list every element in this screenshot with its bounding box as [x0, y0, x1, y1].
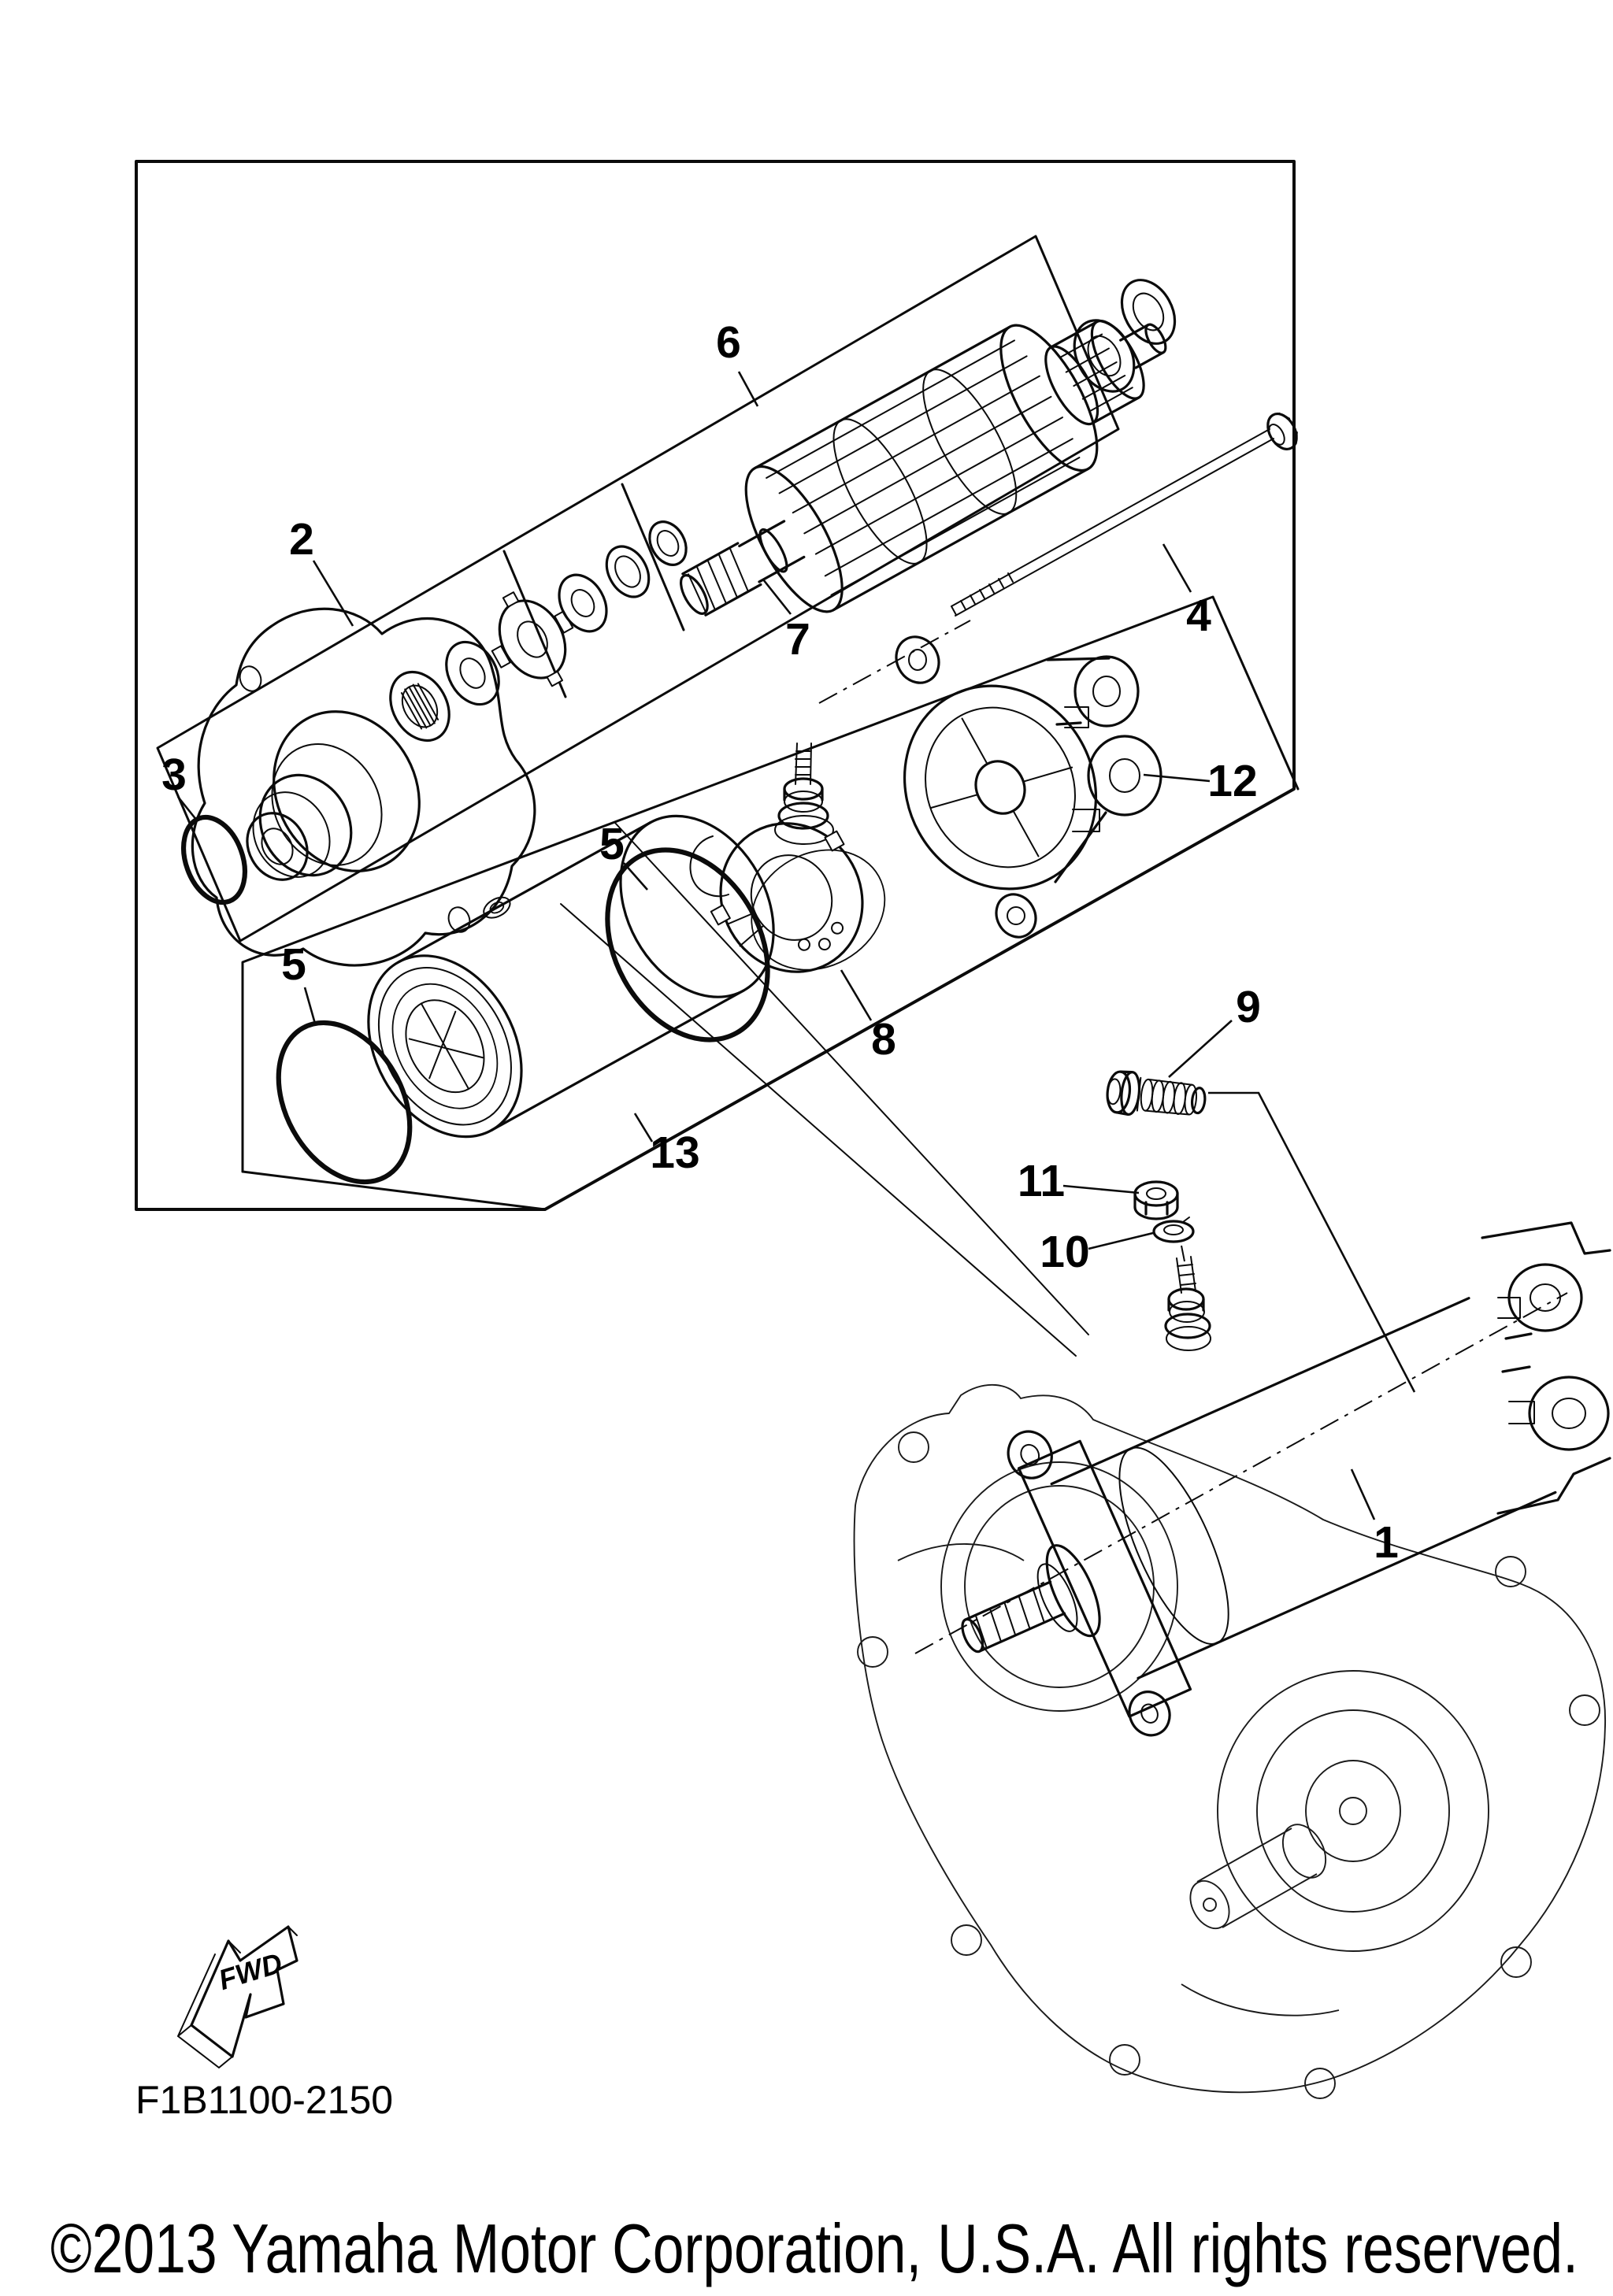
part-label-5b: 5: [281, 939, 306, 990]
part-leader-8: [840, 969, 873, 1021]
part-label-8: 8: [871, 1014, 896, 1065]
explode-lines: [560, 821, 1089, 1357]
part-drawing-through-bolt: [951, 412, 1298, 617]
part-drawing-ring-a: [605, 545, 651, 598]
part-drawing-spring-washer: [1152, 1217, 1195, 1243]
part-leader-5a: [623, 862, 648, 891]
part-leader-7: [762, 579, 792, 615]
part-drawing-oring-5-lower: [276, 1020, 413, 1185]
part-drawing-end-washers: [1073, 279, 1177, 393]
part-leader-9: [1168, 1020, 1233, 1078]
part-leader-3: [176, 796, 198, 821]
part-label-13: 13: [650, 1128, 699, 1178]
part-drawing-brush-holder: [689, 742, 886, 973]
drawing-code: F1B1100-2150: [135, 2078, 393, 2122]
part-drawing-rear-bracket: [895, 635, 1162, 939]
part-drawing-lock-plate: [491, 591, 574, 687]
part-drawing-bolt-9: [1106, 1070, 1207, 1117]
part-label-4: 4: [1186, 591, 1211, 641]
fwd-arrow-icon: FWD: [177, 1925, 298, 2068]
group-band-yoke: [241, 595, 1300, 1211]
part-drawing-washer-a: [445, 640, 500, 706]
part-label-11: 11: [1018, 1156, 1065, 1206]
panel-border: [135, 160, 1296, 1211]
part-label-6: 6: [716, 317, 741, 368]
part-leader-10: [1088, 1231, 1154, 1250]
part-drawing-oring-5-upper: [605, 847, 770, 1042]
part-label-7: 7: [785, 614, 810, 665]
part-drawing-yoke: [367, 814, 775, 1139]
part-drawing-front-bracket: [191, 607, 536, 967]
part-drawing-oring-3: [181, 814, 247, 905]
part-label-10: 10: [1040, 1227, 1089, 1277]
part-leader-2: [312, 560, 354, 627]
part-leader-13: [633, 1113, 654, 1142]
part-label-3: 3: [161, 750, 187, 800]
part-label-1: 1: [1374, 1517, 1399, 1568]
part-label-9: 9: [1236, 982, 1261, 1032]
copyright-text: ©2013 Yamaha Motor Corporation, U.S.A. A…: [50, 2209, 1578, 2287]
part-drawing-motor-assembled: [961, 1221, 1611, 1737]
part-label-2: 2: [289, 514, 314, 565]
part-leader-12: [1143, 773, 1211, 783]
part-drawing-armature: [679, 319, 1167, 617]
part-leader-11: [1062, 1184, 1140, 1194]
bolt-9-leader: [1208, 1091, 1416, 1393]
fwd-arrow-label: FWD: [215, 1946, 286, 1996]
part-leader-5b: [303, 987, 317, 1024]
part-leader-6: [737, 371, 759, 407]
crankcase-ghost: [853, 1384, 1606, 2099]
part-drawing-bearing: [389, 670, 451, 742]
part-label-12: 12: [1207, 756, 1257, 806]
part-drawing-washer-b: [558, 573, 608, 633]
group-band-armature: [156, 235, 1120, 942]
centerlines: [818, 620, 1568, 1654]
part-leader-1: [1350, 1468, 1376, 1520]
part-leader-4: [1162, 543, 1192, 593]
part-label-5a: 5: [599, 819, 625, 869]
part-drawing-nut: [1133, 1180, 1179, 1220]
part-drawing-ring-b: [648, 520, 688, 566]
